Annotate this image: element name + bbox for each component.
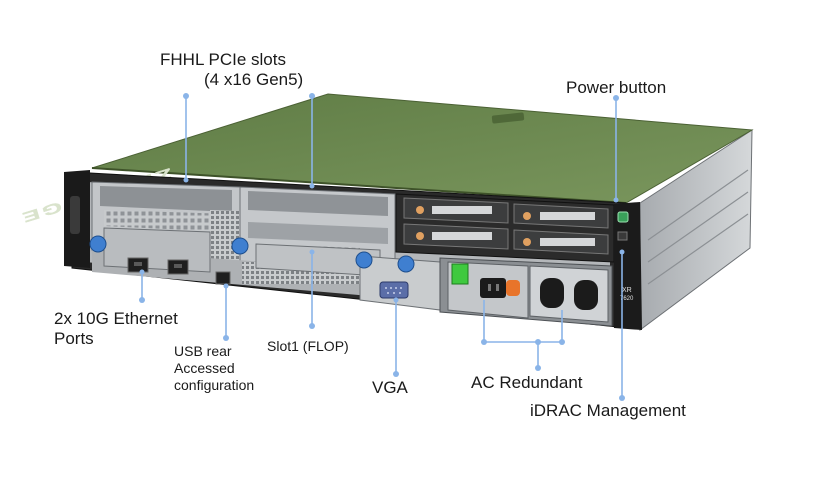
- left-vent-block: [210, 210, 240, 262]
- psu-handle: [506, 280, 520, 296]
- drive-release-icon: [523, 238, 531, 246]
- thumbscrew-icon: [89, 235, 107, 253]
- label-usb-line1: USB rear: [174, 343, 232, 359]
- label-power-button: Power button: [566, 78, 667, 97]
- lid-latch: [491, 112, 525, 124]
- model-label-line2: 7620: [620, 296, 634, 302]
- left-ear-handle: [70, 196, 80, 234]
- drive-release-icon: [416, 232, 424, 240]
- label-ethernet: 2x 10G Ethernet Ports: [54, 309, 178, 350]
- label-pcie-line2: (4 x16 Gen5): [204, 70, 304, 90]
- label-pcie-line1: FHHL PCIe slots: [160, 50, 286, 69]
- label-vga: VGA: [372, 378, 408, 397]
- label-ethernet-line1: 2x 10G Ethernet: [54, 309, 178, 328]
- vga-port-icon: [379, 281, 409, 299]
- label-pcie-slots: FHHL PCIe slots (4 x16 Gen5): [160, 50, 303, 91]
- ethernet-bracket: [103, 227, 211, 273]
- callout-lines: [141, 96, 623, 398]
- label-usb: USB rear Accessed configuration: [174, 343, 254, 393]
- lid-front-edge: [91, 167, 627, 204]
- thumbscrew-icon: [231, 237, 249, 255]
- label-ac-redundant: AC Redundant: [471, 373, 583, 392]
- thumbscrew-icon: [397, 255, 415, 273]
- label-usb-line2: Accessed: [174, 359, 235, 376]
- power-button-icon: [617, 211, 629, 223]
- center-riser-top-bracket: [248, 191, 388, 216]
- callout-dots: [139, 93, 625, 401]
- drive-sleds: [403, 197, 609, 255]
- idrac-port-icon: [617, 231, 628, 241]
- usb-port-icon: [215, 271, 231, 285]
- label-ethernet-line2: Ports: [54, 329, 94, 349]
- label-usb-line3: configuration: [174, 376, 255, 393]
- psu-blank-slot: [574, 280, 598, 310]
- thumbscrews: [89, 235, 415, 273]
- drive-release-icon: [523, 212, 531, 220]
- left-riser-top-bracket: [100, 186, 232, 212]
- ac-inlet-icon: [480, 278, 506, 298]
- thumbscrew-icon: [355, 251, 373, 269]
- psu-release-tab: [451, 263, 469, 285]
- ethernet-ports: [127, 257, 189, 275]
- callout-ac-bracket: [483, 300, 563, 343]
- model-label-line1: XR: [622, 287, 632, 294]
- center-riser-lower-bracket: [248, 222, 388, 244]
- label-slot1: Slot1 (FLOP): [267, 338, 349, 354]
- side-panel-ridges: [647, 169, 749, 285]
- drive-release-icon: [416, 206, 424, 214]
- psu-blank-slot: [540, 278, 564, 308]
- left-riser-vent: [104, 210, 232, 232]
- label-idrac: iDRAC Management: [530, 401, 686, 420]
